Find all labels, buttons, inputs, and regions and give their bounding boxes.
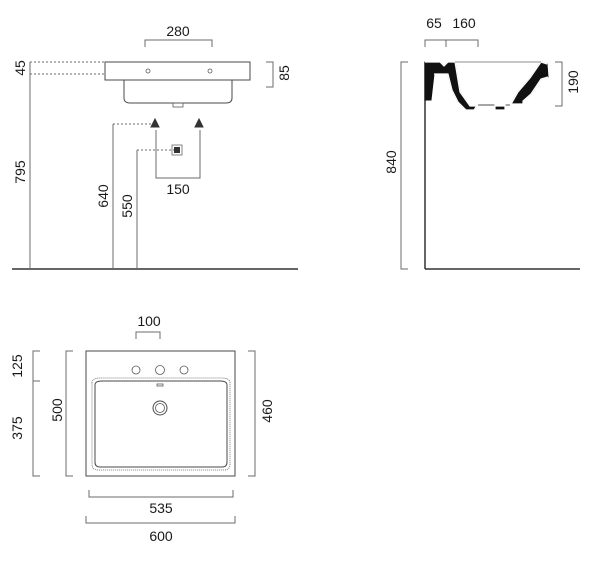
top-dim-100: 100 <box>135 313 161 339</box>
top-dim-600-label: 600 <box>149 528 173 544</box>
top-basin-outline <box>85 350 236 477</box>
top-dim-125-label: 125 <box>9 354 25 378</box>
front-dim-550-label: 550 <box>119 194 135 218</box>
top-dim-375-label: 375 <box>9 416 25 440</box>
front-dim-640-label: 640 <box>95 184 111 208</box>
side-dim-65-label: 65 <box>426 15 442 31</box>
front-dim-150: 150 <box>155 130 201 197</box>
front-dim-550: 550 <box>119 149 176 269</box>
front-dim-795: 795 <box>12 62 31 269</box>
top-dim-460-label: 460 <box>259 399 275 423</box>
front-inlet-markers <box>150 117 204 156</box>
front-dim-85: 85 <box>266 61 292 88</box>
front-dim-280: 280 <box>144 23 213 47</box>
side-dim-840-label: 840 <box>383 150 399 174</box>
side-dim-65-160: 65 160 <box>424 15 479 47</box>
top-view: 100 125 375 500 460 535 600 <box>9 313 275 544</box>
top-dim-100-label: 100 <box>137 313 161 329</box>
front-basin-outline <box>104 61 251 108</box>
top-dim-460: 460 <box>248 350 275 477</box>
inlet-right-icon <box>194 117 204 128</box>
side-dim-190: 190 <box>555 61 581 107</box>
side-dim-840: 840 <box>383 61 408 270</box>
front-dim-85-label: 85 <box>276 65 292 81</box>
front-dim-45: 45 <box>12 60 105 76</box>
inlet-left-icon <box>150 117 160 128</box>
top-dim-125-375: 125 375 <box>9 350 40 477</box>
front-view: 280 45 85 795 640 550 <box>12 23 298 270</box>
side-view: 65 160 190 840 <box>383 15 581 270</box>
front-dim-45-label: 45 <box>12 60 28 76</box>
top-dim-535-label: 535 <box>149 500 173 516</box>
top-dim-600: 600 <box>85 516 236 544</box>
top-dim-500: 500 <box>49 350 73 477</box>
top-dim-500-label: 500 <box>49 398 65 422</box>
side-dim-160-label: 160 <box>452 15 476 31</box>
front-dim-795-label: 795 <box>12 160 28 184</box>
front-dim-150-label: 150 <box>166 181 190 197</box>
side-basin-section <box>424 61 549 111</box>
front-dim-640: 640 <box>95 123 155 269</box>
side-dim-190-label: 190 <box>565 70 581 94</box>
waste-marker-icon <box>174 147 180 153</box>
top-dim-535: 535 <box>88 490 234 516</box>
front-dim-280-label: 280 <box>166 23 190 39</box>
